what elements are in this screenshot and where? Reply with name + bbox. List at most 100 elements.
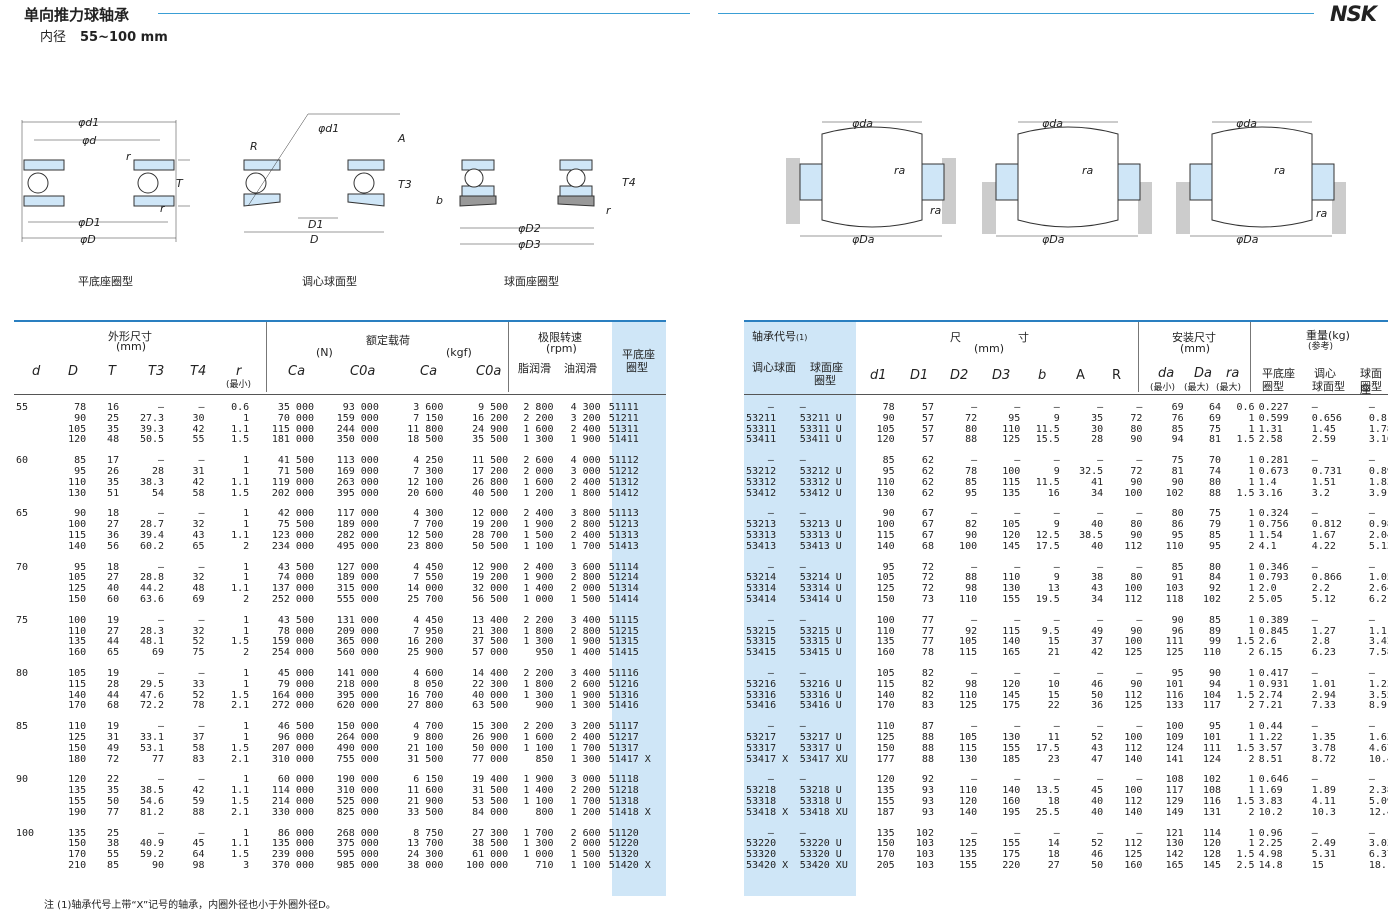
left-table-cell: 83 <box>192 753 205 765</box>
left-table-cell: – <box>158 402 165 413</box>
bore-d-cell <box>14 691 47 702</box>
label-d1: φd1 <box>78 116 100 129</box>
right-table-cell: 53312 U <box>799 476 842 488</box>
left-table-cell: 37 <box>192 731 205 743</box>
right-table-cell: 0.931 <box>1258 678 1289 690</box>
left-table-cell: 272 000 <box>271 700 314 712</box>
bore-d-cell <box>14 595 47 616</box>
right-table-cell: 53217 <box>746 731 777 743</box>
right-table-cell: 53417 X <box>746 753 789 765</box>
left-table-cell: 22 300 <box>472 678 509 690</box>
left-table-cell: 4 300 <box>413 508 444 520</box>
left-table-cell: 2 800 <box>523 402 554 413</box>
right-table-cell: – <box>1136 403 1143 413</box>
left-table-cell: 310 000 <box>336 785 379 797</box>
left-table-cell: 2 400 <box>570 423 601 435</box>
left-table-cell: 234 000 <box>271 540 314 552</box>
right-table-cell: 83 <box>921 700 934 712</box>
left-table-cell: 254 000 <box>271 647 314 659</box>
right-table-cell: 0.845 <box>1258 625 1289 637</box>
left-table-cell: 268 000 <box>336 827 379 839</box>
mounting-diagram-3 <box>1176 121 1346 237</box>
right-table-cell: 53220 U <box>799 838 842 850</box>
left-table-cell: 1.1 <box>231 583 250 595</box>
rh-weight-note: (参考) <box>1308 342 1334 352</box>
left-table-cell: 60 <box>107 593 120 605</box>
right-table-cell: – <box>799 508 806 520</box>
rh-b: b <box>1038 368 1047 383</box>
right-table-cell: 135 <box>876 636 895 648</box>
right-table-cell: 2.0 <box>1258 583 1277 595</box>
left-table-cell: 77 <box>152 753 165 765</box>
left-table-cell: 46 500 <box>277 721 314 733</box>
right-table-cell: 53416 U <box>799 700 842 712</box>
left-table-cell: 6 150 <box>413 774 444 786</box>
rh-w3b: 圈型 <box>1360 380 1382 393</box>
left-table-cell: 14 400 <box>472 667 509 679</box>
left-table-cell: 42 <box>192 423 205 435</box>
left-table-cell: 88 <box>192 806 205 818</box>
right-table-cell: 68 <box>921 540 934 552</box>
right-table-cell: 3.78 <box>1311 742 1336 754</box>
left-table-cell: 42 <box>192 476 205 488</box>
right-table-cell: – <box>1368 561 1375 573</box>
left-table-cell: 16 <box>107 402 120 413</box>
left-table-cell: 2 800 <box>570 519 601 531</box>
right-table-cell: 1 <box>1248 731 1255 743</box>
right-table-cell: 0.417 <box>1258 667 1289 679</box>
right-table-cell: 92 <box>921 774 934 786</box>
right-table-cell: – <box>971 561 978 573</box>
right-table-cell: 53418 X <box>746 806 789 818</box>
left-table-cell: 1 100 <box>523 540 554 552</box>
left-table-cell: 1 <box>243 508 250 520</box>
left-table-cell: 1 700 <box>570 540 601 552</box>
right-table-cell: 140 <box>1124 753 1143 765</box>
right-table-cell: – <box>1097 455 1104 467</box>
right-table-cell: 160 <box>876 647 895 659</box>
left-table-cell: 8 050 <box>413 678 444 690</box>
right-table-cell: 100 <box>1165 721 1184 733</box>
bore-d-cell: 60 <box>16 455 29 467</box>
label-T4: T4 <box>622 176 636 189</box>
left-table-cell: 68 <box>107 700 120 712</box>
left-table-cell: 395 000 <box>336 487 379 499</box>
right-table-cell: 88 <box>965 434 978 446</box>
left-table-cell: 57 000 <box>472 647 509 659</box>
left-table-cell: 1 <box>243 774 250 786</box>
bore-d-cell <box>14 786 47 797</box>
right-table-cell: 53213 <box>746 519 777 531</box>
left-table-cell: – <box>198 402 205 413</box>
right-table-cell: – <box>971 455 978 467</box>
left-table-cell: 51214 <box>608 572 639 584</box>
right-table-cell: 67 <box>921 529 934 541</box>
left-table-cell: 84 000 <box>472 806 509 818</box>
right-table-cell: 120 <box>876 774 895 786</box>
right-table-cell: 125 <box>1002 434 1021 446</box>
left-table-cell: 3 200 <box>570 721 601 733</box>
right-table-cell: 90 <box>1130 678 1143 690</box>
right-table-cell: 150 <box>876 593 895 605</box>
label-Da-1: φDa <box>852 233 875 246</box>
right-table-cell: 103 <box>915 859 934 871</box>
left-table-cell: 395 000 <box>336 689 379 701</box>
right-table-cell: 78 <box>965 465 978 477</box>
lh-flat2: 圈型 <box>626 361 648 374</box>
left-table-cell: 1 800 <box>523 625 554 637</box>
right-table-cell: – <box>1136 614 1143 626</box>
rh-mount: 安装尺寸 <box>1172 331 1216 344</box>
lh-D: D <box>68 364 79 379</box>
lh-T4: T4 <box>190 364 207 379</box>
right-table-cell: 103 <box>1165 583 1184 595</box>
left-table-cell: 51420 X <box>608 859 651 871</box>
header-rule-right <box>718 13 1314 14</box>
left-table-cell: 1 <box>243 667 250 679</box>
right-table-cell: – <box>1053 561 1060 573</box>
left-table-cell: – <box>198 721 205 733</box>
right-table-cell: 135 <box>1002 487 1021 499</box>
right-table-cell: 82 <box>921 667 934 679</box>
left-table-cell: 35 <box>107 785 120 797</box>
right-table-cell: 13 <box>1047 583 1060 595</box>
